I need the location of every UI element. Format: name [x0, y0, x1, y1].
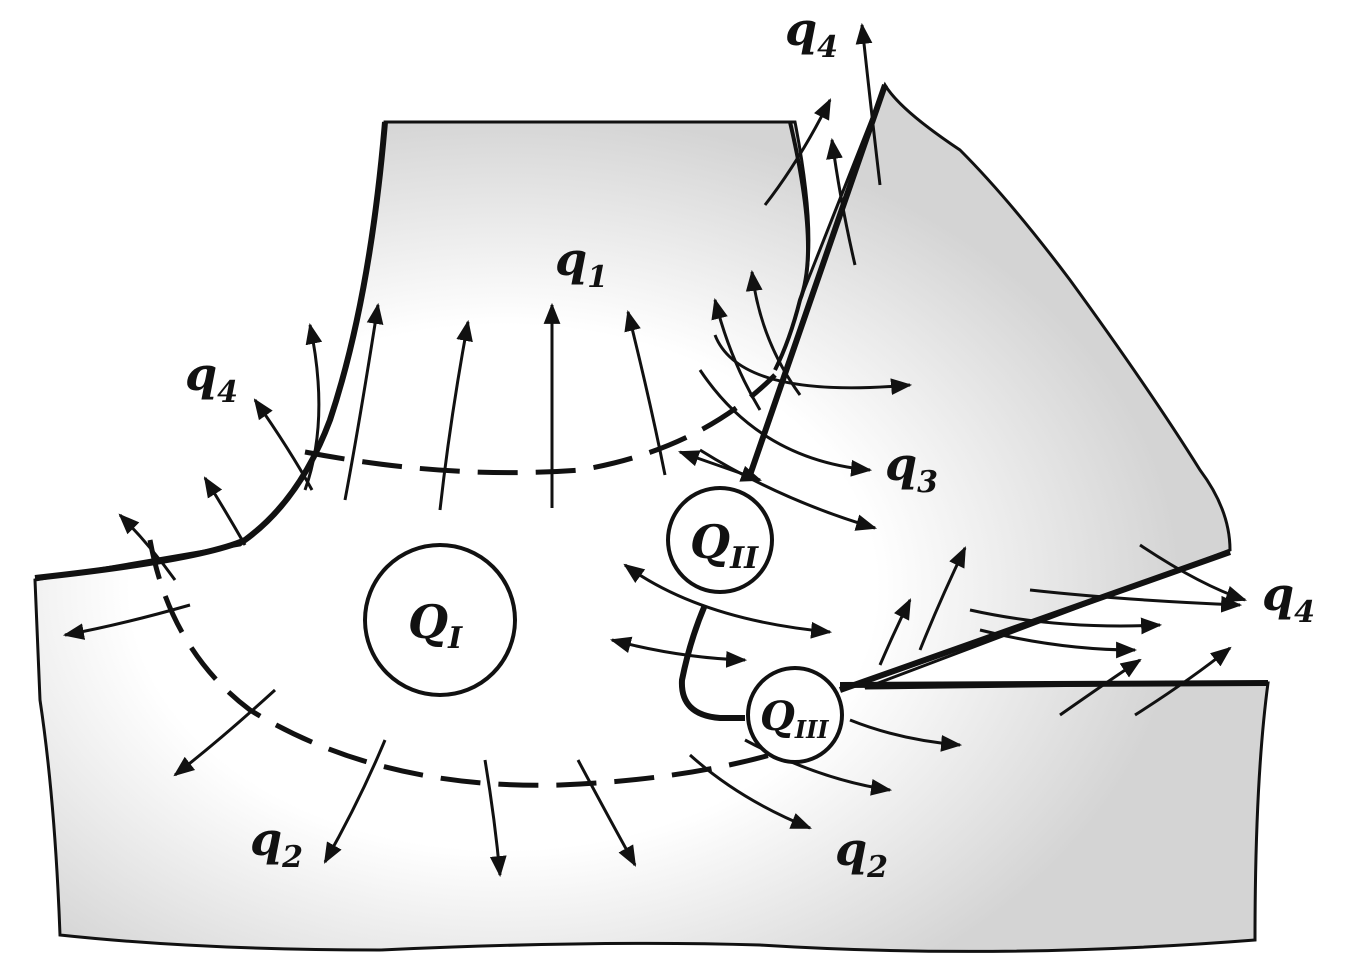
q1-label: q1 — [555, 232, 608, 295]
q2-right-label: q2 — [835, 822, 888, 885]
source-QIII-label: QIII — [760, 693, 829, 744]
deformation-zone-boundary — [147, 539, 771, 788]
q4-right-arrows — [878, 543, 1247, 717]
double-arrows — [609, 450, 833, 668]
shear-zone-boundary — [304, 373, 777, 476]
machined-surface — [839, 680, 1269, 688]
workpiece-body — [33, 81, 1270, 953]
tool-rake-face — [747, 84, 888, 476]
q2-left-label: q2 — [250, 812, 303, 875]
source-QI-label: QI — [408, 595, 463, 656]
source-QIII-circle — [746, 666, 844, 764]
q4-top-label: q4 — [785, 2, 838, 65]
source-QI-circle — [363, 543, 517, 697]
q4-top-arrows — [763, 22, 882, 266]
q4-left-arrows — [118, 398, 314, 581]
chip-right-edge — [773, 121, 810, 371]
q4-left-label: q4 — [185, 347, 238, 410]
q4-right-label: q4 — [1262, 567, 1315, 630]
source-QII-circle — [666, 486, 774, 594]
source-QII-label: QII — [690, 515, 759, 576]
q3-label: q3 — [885, 437, 938, 500]
q2-arrows — [62, 603, 963, 878]
